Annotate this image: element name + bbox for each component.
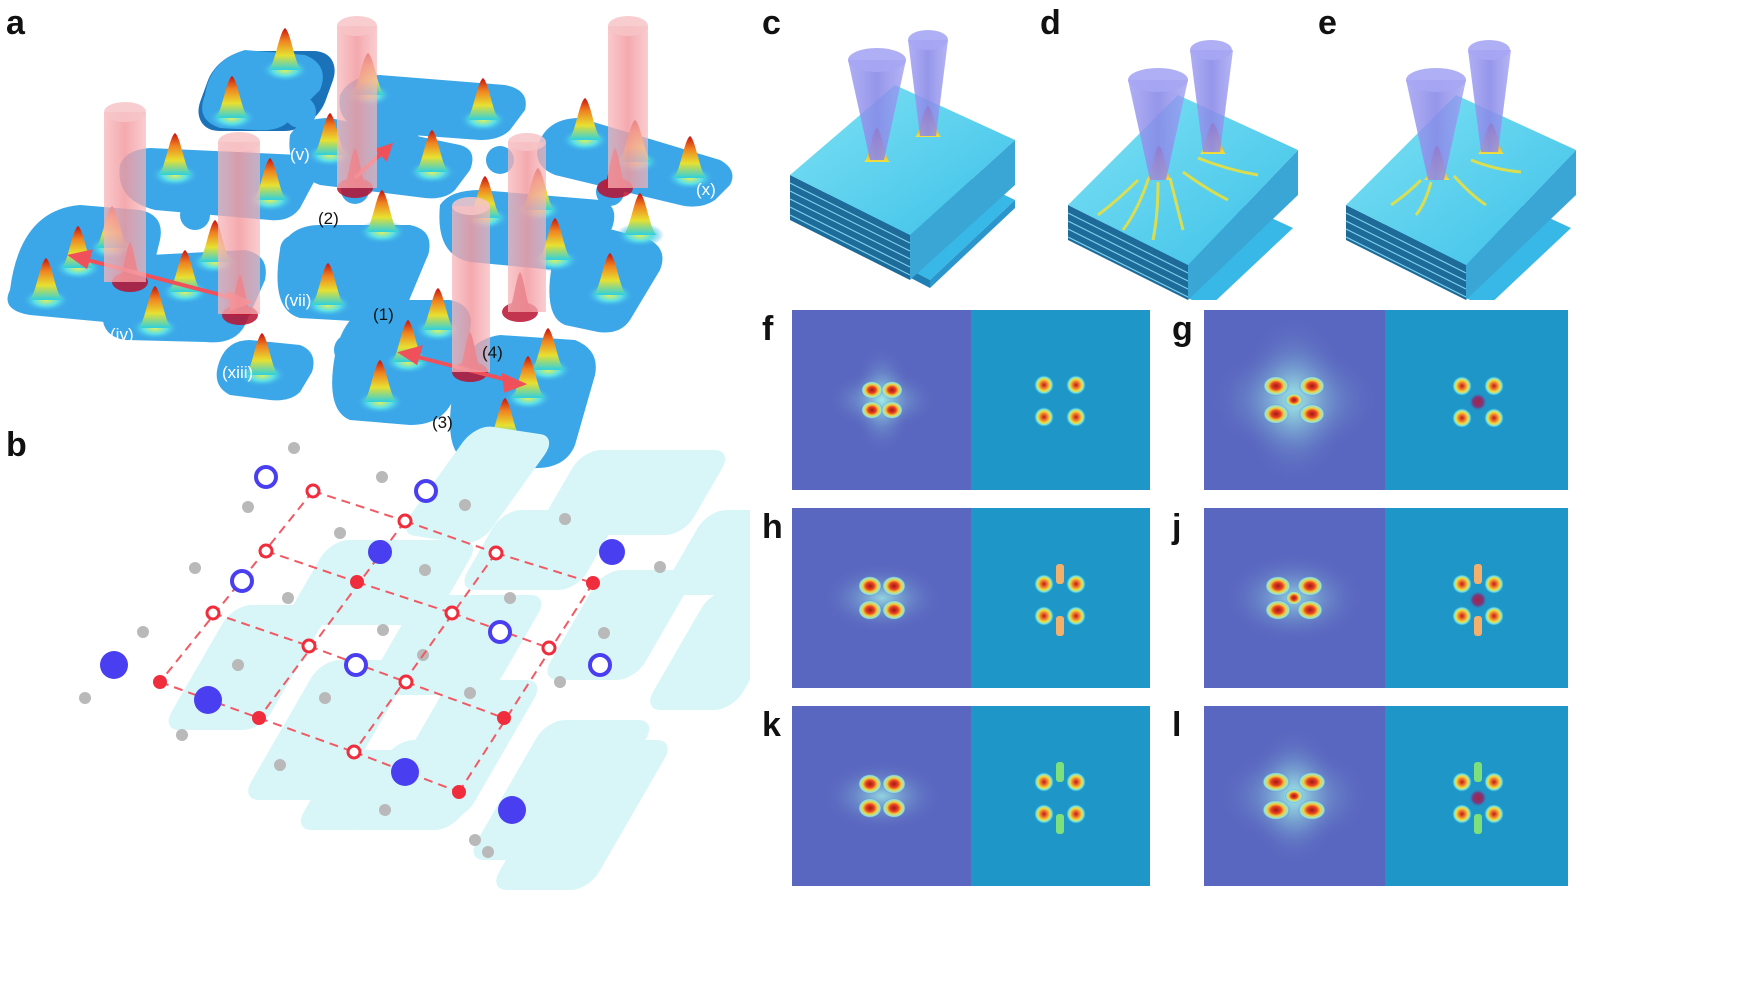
- site-label-4: (4): [482, 343, 503, 362]
- panel-label-k: k: [762, 706, 781, 744]
- panel-label-a: a: [6, 4, 25, 42]
- site-label-v: (v): [290, 145, 310, 164]
- panel-b-lattice: [79, 426, 750, 890]
- defect-marker-orange: [1056, 616, 1064, 636]
- defect-marker-green: [1056, 814, 1064, 834]
- defect-marker-orange: [1056, 564, 1064, 584]
- defect-marker-orange: [1474, 616, 1482, 636]
- lattice-tiles: [168, 426, 750, 890]
- site-label-x: (x): [696, 180, 716, 199]
- grey-sites: [79, 442, 666, 858]
- site-label-vii: (vii): [284, 291, 311, 310]
- site-label-iv: (iv): [110, 325, 134, 344]
- panel-label-b: b: [6, 426, 27, 464]
- panel-label-h: h: [762, 508, 783, 546]
- panel-label-g: g: [1172, 310, 1193, 348]
- panel-k-field-map: [792, 706, 1150, 886]
- site-label-2: (2): [318, 209, 339, 228]
- panel-e-waveguide: [1345, 40, 1576, 300]
- pump-beams: [104, 16, 648, 372]
- panel-l-field-map: [1204, 706, 1568, 886]
- panel-label-e: e: [1318, 4, 1337, 42]
- blue-sites: [100, 465, 625, 824]
- red-nodes: [153, 483, 600, 799]
- panel-j-field-map: [1204, 508, 1568, 688]
- site-label-3: (3): [432, 413, 453, 432]
- panel-label-d: d: [1040, 4, 1061, 42]
- defect-marker-orange: [1474, 564, 1482, 584]
- site-label-xiii: (xiii): [222, 363, 253, 382]
- panel-label-l: l: [1172, 706, 1182, 744]
- site-label-1: (1): [373, 305, 394, 324]
- panel-f-field-map: [792, 310, 1150, 490]
- panel-h-field-map: [792, 508, 1150, 688]
- defect-marker-green: [1056, 762, 1064, 782]
- panel-c-waveguide: [789, 30, 1015, 288]
- panel-a-illustration: (v) (x) (iv) (vii) (xiii) (1) (2) (3) (4…: [7, 16, 733, 469]
- panel-g-field-map: [1204, 310, 1568, 490]
- panel-label-j: j: [1172, 508, 1182, 546]
- defect-marker-green: [1474, 814, 1482, 834]
- defect-marker-green: [1474, 762, 1482, 782]
- panel-d-waveguide: [1067, 40, 1298, 300]
- panel-label-f: f: [762, 310, 774, 348]
- panel-label-c: c: [762, 4, 781, 42]
